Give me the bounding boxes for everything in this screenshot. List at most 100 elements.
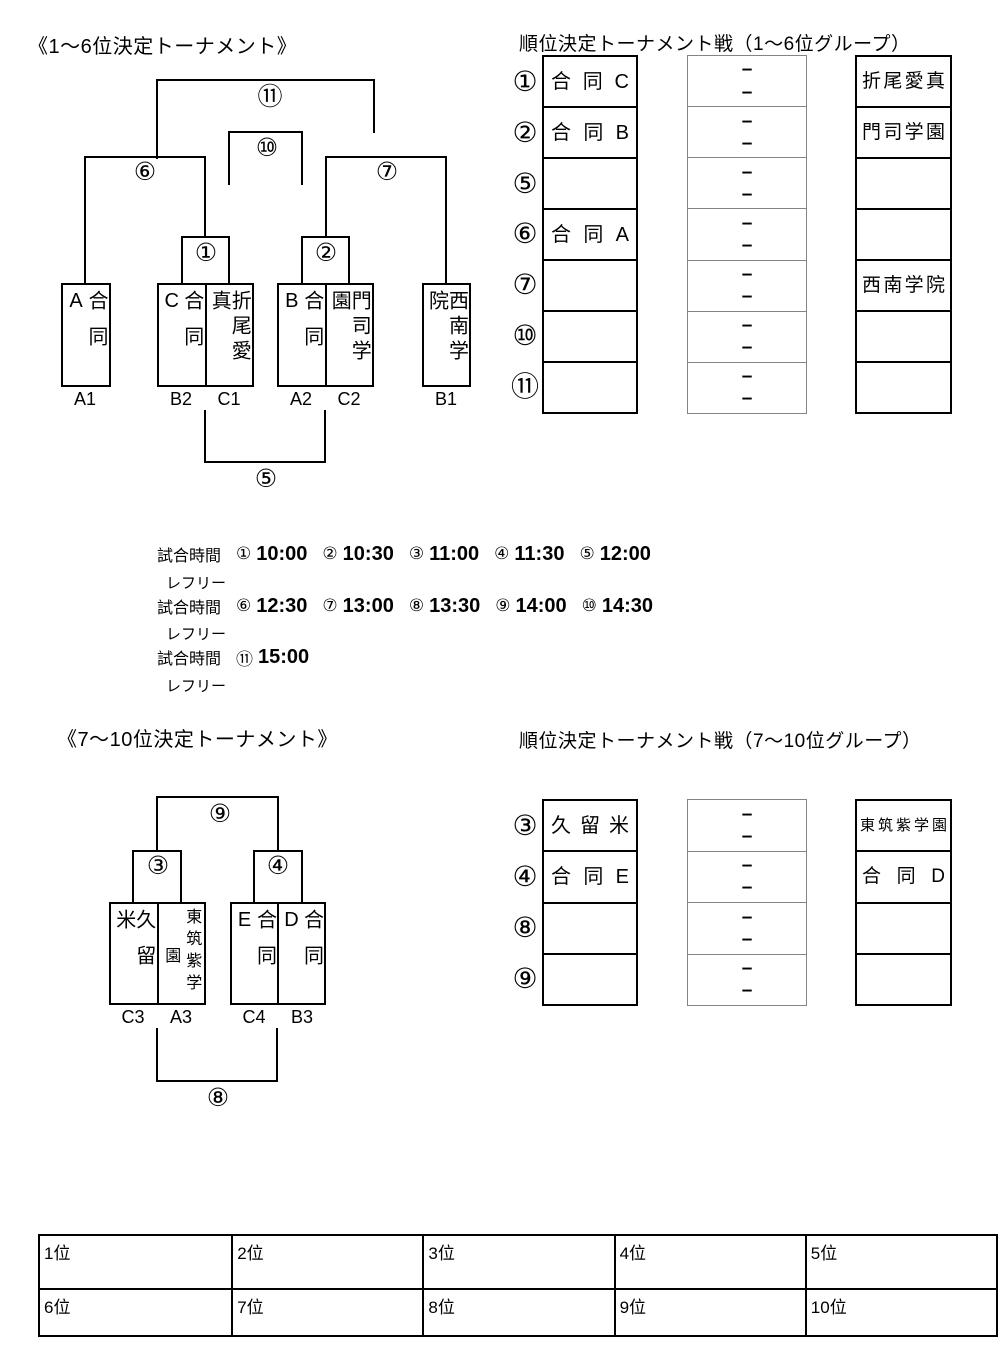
- row-number: ⑧: [512, 912, 538, 943]
- bracket1-line: [325, 156, 447, 158]
- bracket2-line: [132, 850, 134, 902]
- match-number: ⑩: [581, 596, 597, 615]
- team-name: 合同C: [160, 290, 203, 362]
- match-time: 12:00: [599, 542, 651, 565]
- group2-score-table: –– –– –– ––: [687, 799, 807, 1006]
- match-10-label: ⑩: [255, 134, 279, 162]
- bracket2-line: [156, 1028, 158, 1082]
- bracket1-line: [84, 156, 86, 283]
- team-cell: 合 同 E: [551, 865, 629, 888]
- score-row: ––: [688, 850, 806, 903]
- score-placeholder: –: [741, 928, 753, 950]
- bracket1-line: [228, 236, 230, 283]
- score-row: ––: [688, 259, 806, 311]
- team-box: 久留米 園 東筑紫学: [109, 902, 206, 1005]
- team-name: 西南学院: [425, 290, 468, 365]
- group2-right-table: 東筑紫学園 合 同 D: [855, 799, 952, 1006]
- schedule-label: 試合時間: [157, 548, 222, 565]
- seed-label: A2: [289, 389, 313, 409]
- table-row: 合 同 C: [544, 57, 636, 106]
- table-row: [544, 361, 636, 412]
- bracket2-line: [277, 796, 279, 852]
- table-row: [857, 361, 950, 412]
- bracket2-line: [276, 1028, 278, 1082]
- rank-cell: 10位: [804, 1288, 996, 1335]
- score-placeholder: –: [741, 958, 753, 980]
- score-placeholder: –: [741, 264, 753, 285]
- team-cell: 門司学園: [862, 122, 945, 143]
- match-time: 10:00: [256, 542, 308, 565]
- match-3-label: ③: [146, 852, 170, 880]
- row-number: ⑩: [512, 320, 538, 351]
- bracket2-title: 《7〜10位決定トーナメント》: [57, 729, 338, 751]
- table-row: [544, 952, 636, 1004]
- group2-left-table: 久 留 米 合 同 E: [542, 799, 638, 1006]
- row-number: ⑦: [512, 269, 538, 300]
- bracket1-line: [301, 131, 303, 185]
- bracket1-line: [156, 79, 375, 81]
- match-number: ⑤: [579, 544, 595, 563]
- match-time: 13:30: [429, 594, 481, 617]
- match-11-label: ⑪: [257, 83, 283, 111]
- team-name: 折尾愛真: [208, 290, 251, 365]
- match-9-label: ⑨: [208, 800, 232, 828]
- match-number: ⑥: [236, 596, 252, 615]
- schedule-label: 試合時間: [157, 651, 222, 668]
- rank-cell: 6位: [40, 1288, 232, 1335]
- referee-label: レフリー: [166, 626, 227, 643]
- table-row: 合 同 B: [544, 106, 636, 157]
- rank-cell: 3位: [422, 1236, 613, 1288]
- seed-label: C1: [217, 389, 241, 409]
- score-placeholder: –: [741, 825, 753, 847]
- table-row: 東筑紫学園: [857, 801, 950, 850]
- score-placeholder: –: [741, 59, 753, 81]
- row-number: ⑥: [512, 218, 538, 249]
- match-time: 14:30: [601, 594, 654, 617]
- team-name: 久留米: [112, 909, 155, 981]
- bracket1-line: [301, 236, 350, 238]
- table-row: [544, 901, 636, 953]
- team-name-col2: 園: [165, 947, 182, 965]
- match-number: ③: [408, 544, 425, 563]
- group1-score-table: –– –– –– –– –– –– ––: [687, 55, 807, 414]
- table-row: [544, 310, 636, 361]
- bracket1-line: [156, 79, 158, 159]
- match-time: 12:30: [256, 594, 308, 617]
- score-placeholder: –: [741, 366, 753, 388]
- seed-label: C2: [337, 389, 361, 409]
- bracket2-line: [132, 850, 182, 852]
- score-placeholder: –: [741, 877, 753, 899]
- match-number: ⑪: [236, 649, 254, 669]
- table-row: 合 同 D: [857, 850, 950, 901]
- match-time: 15:00: [258, 645, 310, 668]
- rank-cell: 7位: [231, 1288, 423, 1335]
- team-box: 合同A: [61, 283, 111, 387]
- seed-label: B1: [434, 389, 458, 409]
- bracket1-line: [84, 156, 206, 158]
- score-placeholder: –: [741, 337, 753, 359]
- team-cell: 久 留 米: [551, 814, 629, 837]
- score-placeholder: –: [741, 388, 753, 410]
- group1-right-table: 折尾愛真 門司学園 西南学院: [855, 55, 952, 414]
- seed-label: C4: [242, 1007, 266, 1027]
- bracket1-line: [181, 236, 230, 238]
- score-placeholder: –: [741, 81, 753, 103]
- group1-title: 順位決定トーナメント戦（1〜6位グループ）: [519, 34, 911, 55]
- table-row: 久 留 米: [544, 801, 636, 850]
- bracket1-line: [228, 131, 230, 185]
- bracket2-line: [156, 796, 279, 798]
- bracket1-line: [373, 79, 375, 133]
- row-number: ④: [512, 861, 538, 892]
- table-row: [544, 157, 636, 208]
- table-row: [857, 157, 950, 208]
- match-number: ⑧: [408, 596, 425, 615]
- match-5-label: ⑤: [254, 465, 278, 493]
- rank-cell: 5位: [804, 1236, 996, 1288]
- team-cell: 合 同 B: [551, 121, 629, 144]
- team-cell: 西南学院: [862, 275, 945, 296]
- team-name-col1: 東筑紫学: [183, 908, 201, 996]
- bracket1-title: 《1〜6位決定トーナメント》: [28, 36, 298, 58]
